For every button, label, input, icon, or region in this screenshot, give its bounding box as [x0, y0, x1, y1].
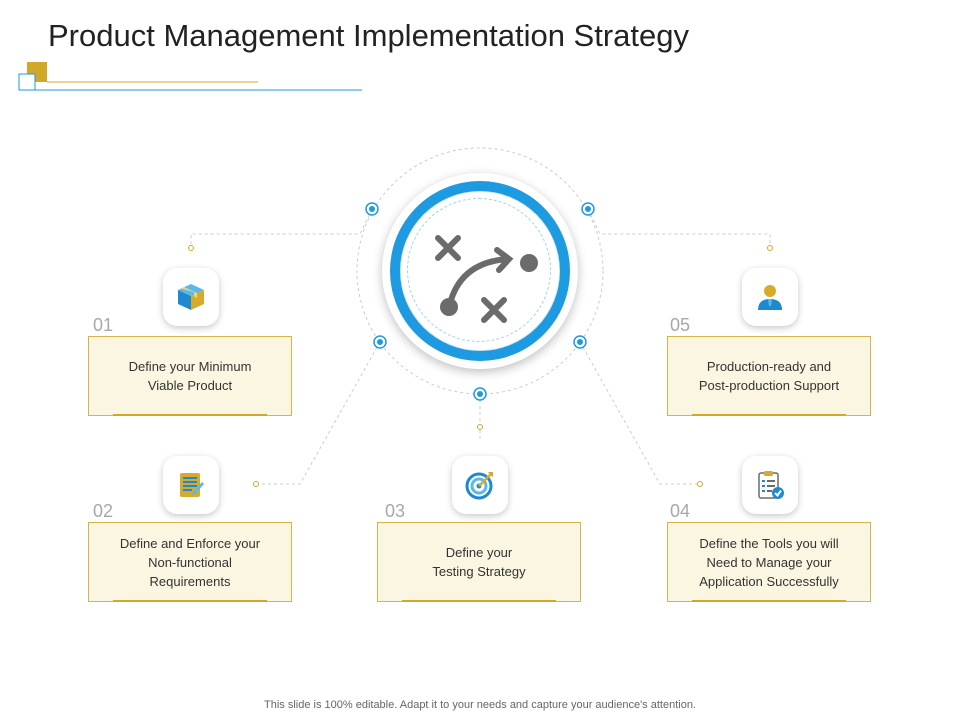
step-04-text: Define the Tools you will Need to Manage…: [699, 535, 839, 589]
step-03-icon-tile: [452, 456, 508, 514]
step-03-box: Define your Testing Strategy: [377, 522, 581, 602]
target-icon: [465, 472, 493, 500]
step-04-box: Define the Tools you will Need to Manage…: [667, 522, 871, 602]
step-02-number: 02: [93, 501, 114, 521]
step-02-text: Define and Enforce your Non-functional R…: [119, 535, 261, 589]
step-04-number: 04: [670, 501, 691, 521]
center-strategy-circle: [382, 173, 578, 369]
slide-footer: This slide is 100% editable. Adapt it to…: [264, 699, 696, 711]
slide-title: Product Management Implementation Strate…: [48, 18, 690, 53]
step-02-icon-tile: [163, 456, 219, 514]
step-05-icon-tile: [742, 268, 798, 326]
clipboard-check-icon: [758, 471, 784, 499]
box-icon: [178, 284, 204, 310]
center-inner: [401, 192, 559, 350]
step-03-number: 03: [385, 501, 406, 521]
step-02-box: Define and Enforce your Non-functional R…: [88, 522, 292, 602]
step-01-icon-tile: [163, 268, 219, 326]
user-icon: [758, 285, 782, 310]
strategy-play-icon: [435, 235, 538, 323]
step-05-number: 05: [670, 315, 691, 335]
step-04-icon-tile: [742, 456, 798, 514]
step-03-text: Define your Testing Strategy: [432, 545, 526, 579]
step-05-text: Production-ready and Post-production Sup…: [698, 359, 840, 393]
step-05-box: Production-ready and Post-production Sup…: [667, 336, 871, 416]
step-01-box: Define your Minimum Viable Product: [88, 336, 292, 416]
step-01-text: Define your Minimum Viable Product: [128, 359, 252, 393]
center-ring: [390, 181, 570, 361]
document-edit-icon: [180, 473, 204, 497]
step-01-number: 01: [93, 315, 114, 335]
